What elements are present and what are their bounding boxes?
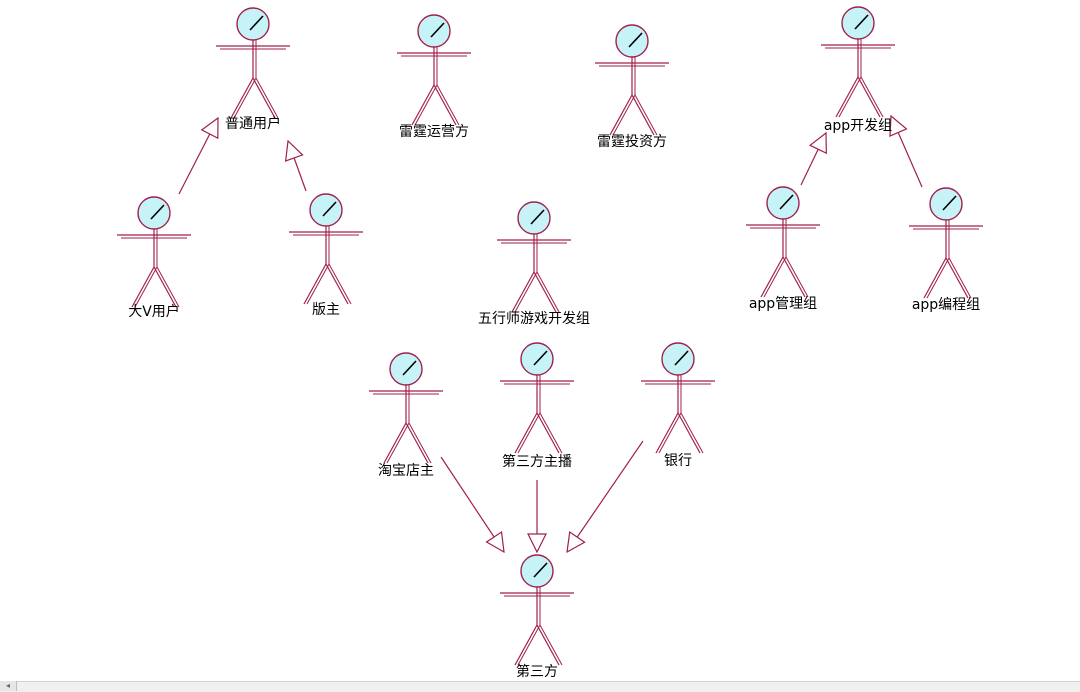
generalization-taobao-shop-owner-to-third-party[interactable] [440,456,504,552]
actor-figure-icon [216,7,290,119]
actor-label-app-admin-group: app管理组 [749,296,817,312]
actor-third-party[interactable]: 第三方 [500,554,574,680]
actor-label-leiting-investor: 雷霆投资方 [597,134,667,150]
generalization-moderator-to-ordinary-user[interactable] [288,141,307,192]
actor-label-bank: 银行 [664,453,692,469]
actor-label-leiting-operator: 雷霆运营方 [399,124,469,140]
actor-figure-icon [397,14,471,126]
generalization-app-programming-group-to-app-dev-group[interactable] [891,116,923,188]
actor-taobao-shop-owner[interactable]: 淘宝店主 [369,352,443,479]
actor-figure-icon [117,196,191,308]
actor-app-dev-group[interactable]: app开发组 [821,6,895,134]
actor-figure-icon [500,342,574,454]
actor-figure-icon [641,342,715,454]
actor-label-wuxingshi-dev-group: 五行师游戏开发组 [478,311,590,327]
actor-figure-icon [497,201,571,313]
actor-app-programming-group[interactable]: app编程组 [909,187,983,313]
actor-third-party-streamer[interactable]: 第三方主播 [500,342,574,470]
actor-label-app-programming-group: app编程组 [912,297,980,313]
generalization-big-v-user-to-ordinary-user[interactable] [178,118,218,195]
actor-figure-icon [909,187,983,299]
actor-figure-icon [500,554,574,666]
actor-figure-icon [821,6,895,118]
scroll-left-arrow-icon[interactable]: ◂ [0,681,17,691]
actor-label-taobao-shop-owner: 淘宝店主 [378,463,434,479]
actor-leiting-investor[interactable]: 雷霆投资方 [595,24,669,150]
actor-label-third-party-streamer: 第三方主播 [502,453,572,470]
actor-leiting-operator[interactable]: 雷霆运营方 [397,14,471,140]
horizontal-scrollbar[interactable] [0,681,1080,692]
actor-label-big-v-user: 大V用户 [128,303,180,320]
actor-figure-icon [289,193,363,305]
generalization-app-admin-group-to-app-dev-group[interactable] [800,133,826,186]
actor-label-ordinary-user: 普通用户 [225,115,281,132]
actor-wuxingshi-dev-group[interactable]: 五行师游戏开发组 [478,201,590,327]
actor-figure-icon [746,186,820,298]
generalization-bank-to-third-party[interactable] [567,440,644,552]
actor-app-admin-group[interactable]: app管理组 [746,186,820,312]
actor-moderator[interactable]: 版主 [289,193,363,318]
actor-ordinary-user[interactable]: 普通用户 [216,7,290,132]
actor-figure-icon [369,352,443,464]
generalization-edges [178,116,923,552]
actor-big-v-user[interactable]: 大V用户 [117,196,191,320]
actor-label-moderator: 版主 [312,302,340,318]
actor-label-third-party: 第三方 [516,663,558,680]
actor-figure-icon [595,24,669,136]
actor-bank[interactable]: 银行 [641,342,715,469]
actor-label-app-dev-group: app开发组 [824,118,892,134]
